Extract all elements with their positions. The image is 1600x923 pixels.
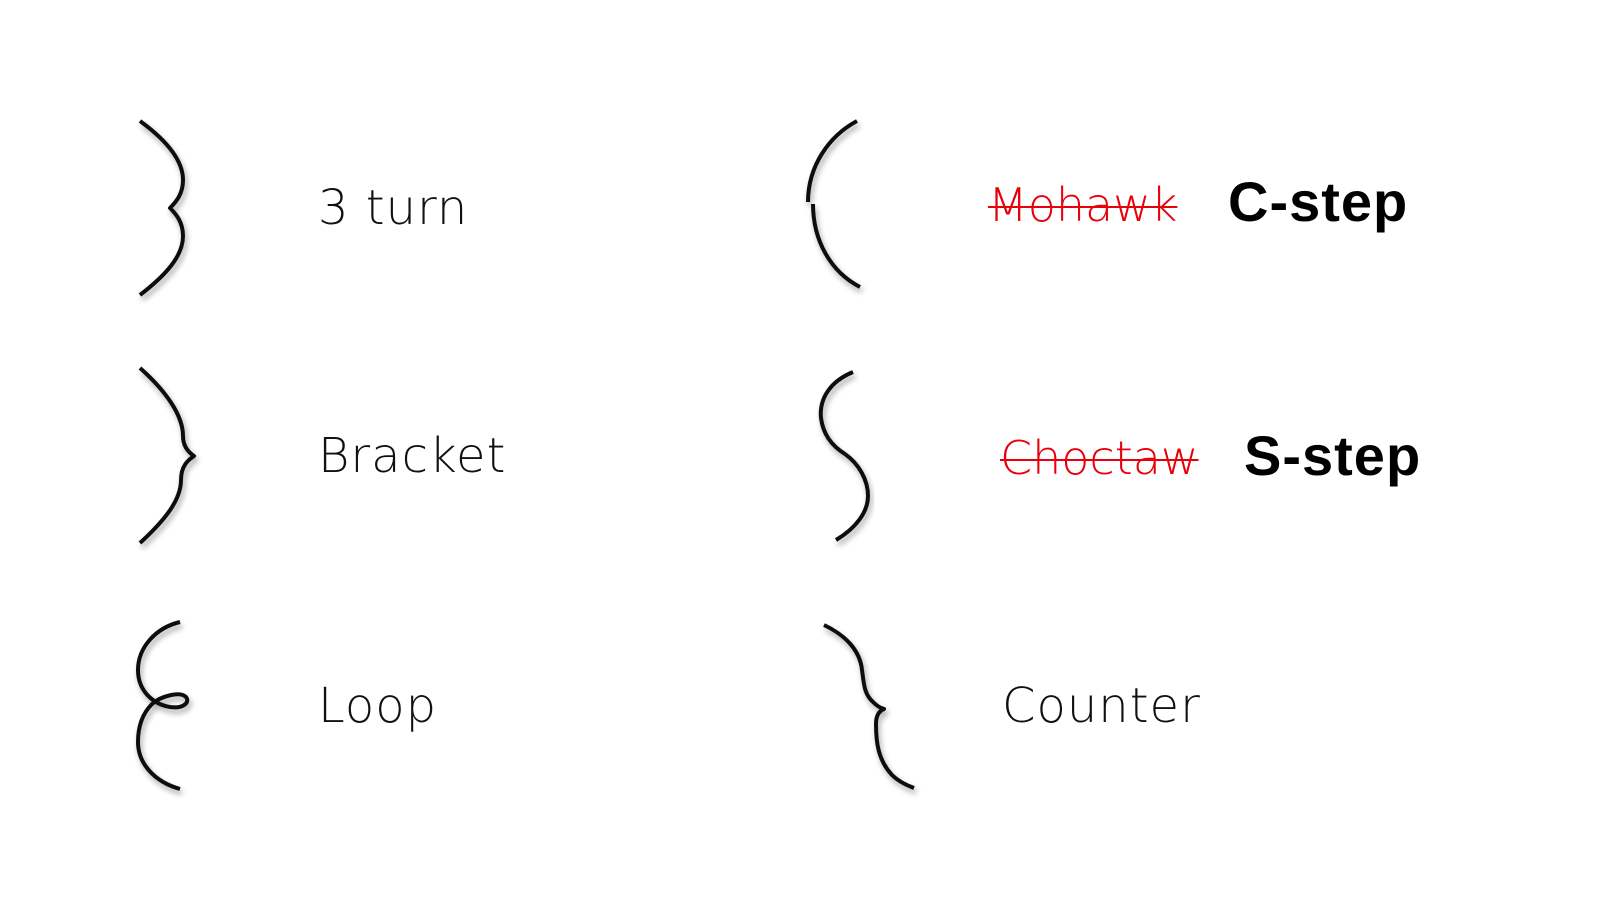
bracket-label: Bracket xyxy=(318,428,507,484)
s-step-new-name: S-step xyxy=(1244,424,1422,487)
s-step-icon xyxy=(818,370,870,542)
counter-icon xyxy=(823,623,915,790)
choctaw-old-name: Choctaw xyxy=(1000,431,1199,485)
mohawk-old-name: Mohawk xyxy=(988,178,1178,232)
loop-label: Loop xyxy=(318,678,438,734)
counter-label: Counter xyxy=(1002,678,1201,734)
c-step-new-name: C-step xyxy=(1228,170,1409,233)
bracket-icon xyxy=(138,366,196,545)
three-turn-label: 3 turn xyxy=(318,180,469,236)
loop-icon xyxy=(136,620,190,791)
three-turn-icon xyxy=(138,119,185,297)
c-step-icon xyxy=(806,119,861,289)
